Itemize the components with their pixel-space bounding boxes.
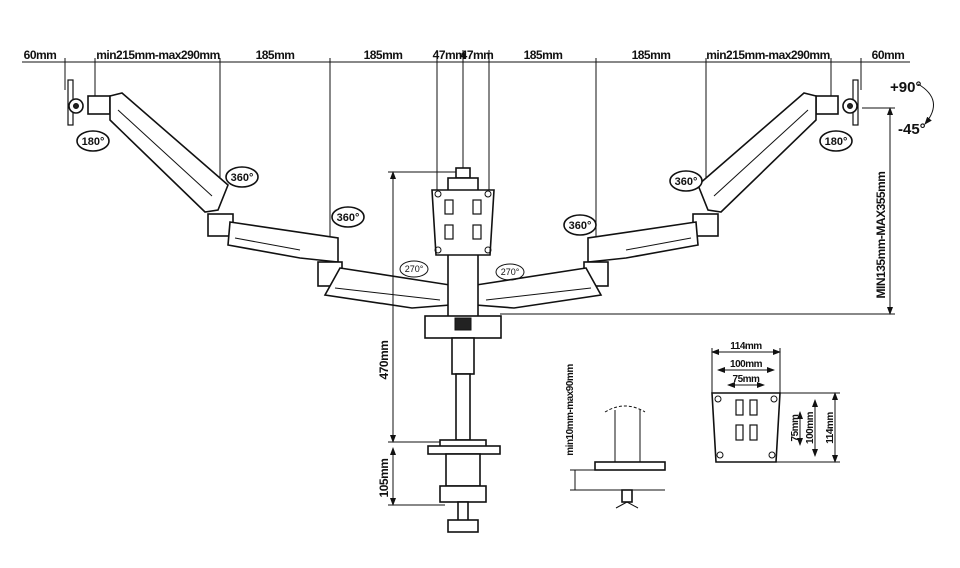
vesa-width-114: 114mm <box>730 341 762 352</box>
pole-height-label: 470mm <box>377 341 391 380</box>
dim-right-185-outer: 185mm <box>632 48 671 62</box>
tilt-indicator: +90° -45° <box>890 79 934 138</box>
clamp-height-label: 105mm <box>377 459 391 498</box>
rotation-label-1: 360° <box>231 172 254 184</box>
clamp-detail-view: min10mm-max90mm <box>565 364 666 509</box>
left-arm <box>67 79 451 309</box>
vesa-height-114: 114mm <box>825 412 836 444</box>
plate-rotation-left-label: 270° <box>405 264 424 274</box>
tilt-up-label: +90° <box>890 79 921 96</box>
rotation-label-3: 360° <box>569 220 592 232</box>
vesa-detail-view: 114mm 100mm 75mm 75mm 100mm 114mm <box>711 341 840 463</box>
rotation-label-4: 360° <box>675 176 698 188</box>
dim-left-185-outer: 185mm <box>256 48 295 62</box>
dim-left-60: 60mm <box>24 48 57 62</box>
top-dimension-line: 60mm min215mm-max290mm 185mm 185mm 47mm … <box>22 48 910 240</box>
vesa-height-100: 100mm <box>805 411 816 444</box>
dim-left-47: 47mm <box>433 48 466 62</box>
dim-right-185-inner: 185mm <box>524 48 563 62</box>
swivel-left-label: 180° <box>82 136 105 148</box>
swivel-right-label: 180° <box>825 136 848 148</box>
dim-right-60: 60mm <box>872 48 905 62</box>
vesa-width-100: 100mm <box>730 359 763 370</box>
plate-rotation-right-label: 270° <box>501 267 520 277</box>
dim-left-arm-range: min215mm-max290mm <box>96 48 220 62</box>
clamp-range-label: min10mm-max90mm <box>565 364 576 456</box>
right-arm <box>475 79 859 309</box>
vesa-width-75: 75mm <box>733 374 761 385</box>
vesa-height-75: 75mm <box>790 414 801 442</box>
rotation-badges: 180° 180° 360° 360° 360° 360° 270° 270° <box>76 130 853 281</box>
tilt-down-label: -45° <box>898 121 926 138</box>
height-range-label: MIN135mm-MAX355mm <box>874 172 888 299</box>
vertical-dimensions: 470mm 105mm MIN135mm-MAX355mm <box>377 107 895 506</box>
rotation-label-2: 360° <box>337 212 360 224</box>
dim-right-47: 47mm <box>461 48 494 62</box>
center-pole <box>424 167 502 533</box>
dim-left-185-inner: 185mm <box>364 48 403 62</box>
dim-right-arm-range: min215mm-max290mm <box>706 48 830 62</box>
